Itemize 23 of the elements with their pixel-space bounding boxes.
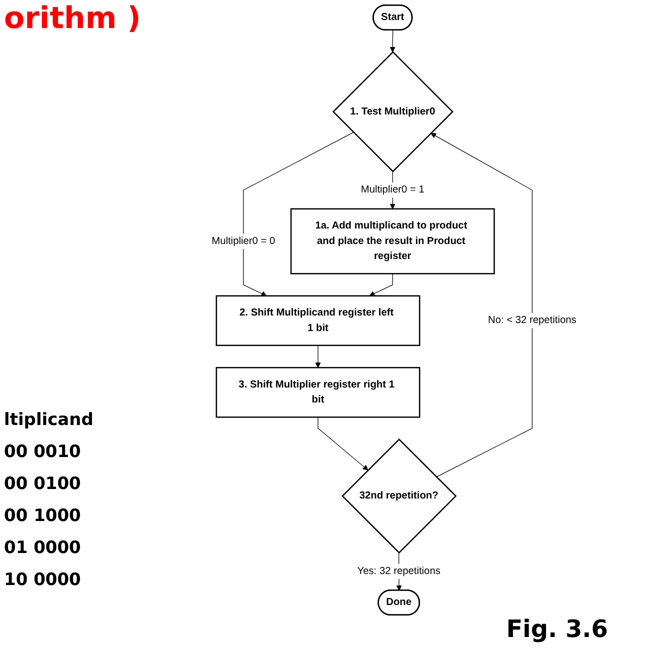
- table-text: 01 0000: [4, 538, 82, 558]
- title: orithm ): [4, 2, 142, 36]
- edge-label: Yes: 32 repetitions: [357, 566, 440, 577]
- node-box: 2. Shift Multiplicand register left 1 bit: [216, 295, 420, 346]
- arrow: [390, 30, 396, 52]
- table-text: 00 0010: [4, 442, 82, 462]
- edge-label: Multiplier0 = 0: [212, 236, 276, 246]
- node-diamond: 32nd repetition?: [342, 438, 457, 554]
- arrow: [430, 132, 532, 478]
- table-text: ltiplicand: [4, 410, 94, 430]
- node-diamond: 1. Test Multiplier0: [332, 51, 454, 172]
- table-text: 00 0100: [4, 474, 82, 494]
- node-box: 1a. Add multiplicand to product and place the result in Product register: [290, 208, 495, 274]
- arrow: [318, 416, 368, 470]
- caption: Fig. 3.6: [506, 615, 608, 643]
- arrow: [369, 273, 393, 296]
- node-box: 3. Shift Multiplier register right 1 bit: [216, 367, 420, 418]
- arrow: [315, 345, 321, 368]
- table-text: 10 0000: [4, 570, 82, 590]
- edge-label: Multiplier0 = 1: [360, 184, 424, 196]
- table-text: 00 1000: [4, 506, 82, 526]
- arrow: [243, 132, 354, 296]
- edge-label: No: < 32 repetitions: [488, 314, 576, 326]
